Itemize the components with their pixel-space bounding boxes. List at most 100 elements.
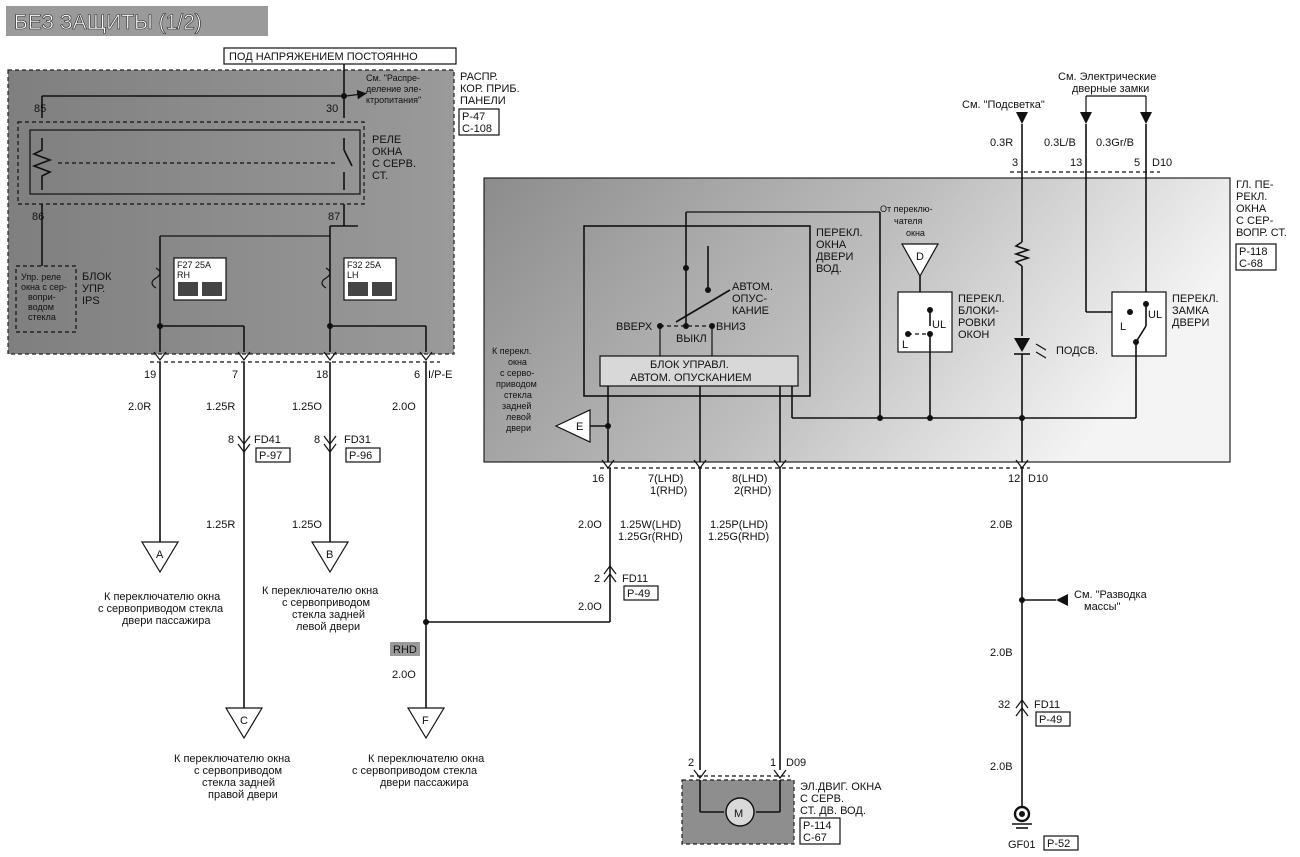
wire-6b-label: 2.0O: [392, 669, 416, 681]
fd11a-name: FD11: [622, 573, 648, 585]
junction-box: ПОД НАПРЯЖЕНИЕМ ПОСТОЯННО См. "Распре- д…: [7, 47, 520, 355]
illumination-resistor: [1013, 241, 1031, 267]
motor-name-2: С СЕРВ.: [800, 793, 844, 805]
ipe-pin-7: 7: [232, 369, 238, 381]
see-power-note-3: ктропитания": [366, 95, 421, 105]
ips-box-4: водом: [28, 302, 54, 312]
motor-icon: [725, 797, 755, 827]
bottom-connector: D10: [1028, 473, 1048, 485]
relay-name-4: СТ.: [372, 170, 388, 182]
terminal-b-text-3: стекла задней: [292, 609, 365, 621]
rear-left-1: К перекл.: [492, 346, 531, 356]
wire-7-label: 1.25R: [206, 401, 235, 413]
rear-left-8: двери: [506, 423, 531, 433]
terminal-c-text-2: с сервоприводом: [194, 765, 282, 777]
bottom-pin-12: 12: [1008, 473, 1020, 485]
pos-down: ВНИЗ: [716, 321, 746, 333]
terminal-d-letter: D: [916, 251, 924, 263]
motor-ref-2: C-67: [803, 832, 827, 844]
wire-16-label: 2.0O: [578, 519, 602, 531]
pin-86: 86: [32, 211, 44, 223]
motor-symbol: M: [734, 808, 743, 820]
terminal-f-text-3: двери пассажира: [380, 777, 469, 789]
from-switch-1: От переклю-: [880, 204, 933, 214]
terminal-e-letter: E: [576, 421, 583, 433]
wire-7b-label: 1.25R: [206, 519, 235, 531]
ground-ref: P-52: [1047, 838, 1070, 850]
left-wires: 2.0R 1.25R 1.25O 2.0O 8 FD41 P-97 8 FD31…: [128, 362, 610, 708]
panel-name-1: РАСПР.: [460, 71, 498, 83]
page-title: БЕЗ ЗАЩИТЫ (1/2): [14, 11, 202, 34]
ipe-pin-6: 6: [414, 369, 420, 381]
rear-left-3: с серво-: [500, 368, 534, 378]
top-wire-13: 0.3L/B: [1044, 137, 1076, 149]
terminal-c-text-3: стекла задней: [202, 777, 275, 789]
wire-6-label: 2.0O: [392, 401, 416, 413]
door-lock-ul: UL: [1148, 309, 1162, 321]
terminal-c: C К переключателю окна с сервоприводом с…: [174, 707, 291, 801]
ipe-pin-19: 19: [144, 369, 156, 381]
wire-7-lhd: 1.25W(LHD): [620, 519, 681, 531]
bottom-pin-8-rhd: 2(RHD): [734, 485, 771, 497]
driver-switch-lever: [675, 289, 731, 323]
pin-30: 30: [326, 103, 338, 115]
terminal-c-letter: C: [240, 715, 248, 727]
locks-note-2: дверные замки: [1072, 83, 1149, 95]
pin-87: 87: [328, 211, 340, 223]
driver-switch-outline: [583, 225, 811, 397]
ips-label-3: IPS: [82, 295, 100, 307]
fd31-pin: 8: [314, 434, 320, 446]
fd31-name: FD31: [344, 434, 371, 446]
ips-label-2: УПР.: [82, 283, 105, 295]
motor-pin-2: 2: [688, 757, 694, 769]
top-connector: D10: [1152, 157, 1172, 169]
ips-box-1: Упр. реле: [21, 272, 61, 282]
illumination-label: ПОДСВ.: [1056, 345, 1098, 357]
lock-switch-3: РОВКИ: [958, 317, 995, 329]
wire-8-rhd: 1.25G(RHD): [708, 531, 769, 543]
driver-switch-4: ВОД.: [816, 263, 842, 275]
terminal-f-letter: F: [422, 715, 429, 727]
see-power-note-1: См. "Распре-: [366, 73, 420, 83]
top-pin-13: 13: [1070, 157, 1082, 169]
panel-ref-2: C-108: [462, 123, 492, 135]
relay-outline: [17, 121, 365, 205]
rear-left-2: окна: [508, 357, 527, 367]
lower-wiring: 2.0O 2 FD11 P-49 2.0O 1.25W(LHD) 1.25Gr(…: [578, 468, 1148, 851]
fd11b-pin: 32: [998, 699, 1010, 711]
wire-18-label: 1.25O: [292, 401, 322, 413]
fd41-ref: P-97: [259, 450, 282, 462]
lock-switch-4: ОКОН: [958, 329, 989, 341]
wire-19-label: 2.0R: [128, 401, 151, 413]
rear-left-5: стекла: [504, 390, 532, 400]
from-switch-2: чателя: [894, 216, 922, 226]
motor-pin-1: 1: [770, 757, 776, 769]
rear-left-4: приводом: [496, 379, 537, 389]
terminal-b-text-1: К переключателю окна: [262, 585, 379, 597]
ground-note-1: См. "Разводка: [1074, 589, 1148, 601]
top-pin-3: 3: [1012, 157, 1018, 169]
fd11a-pin: 2: [594, 573, 600, 585]
terminal-b-text-2: с сервоприводом: [282, 597, 370, 609]
ips-box: [15, 265, 77, 333]
terminal-a-letter: A: [156, 549, 164, 561]
door-lock-1: ПЕРЕКЛ.: [1172, 293, 1219, 305]
ipe-pin-18: 18: [316, 369, 328, 381]
ground-icon: [1013, 805, 1031, 823]
connector-ipe: 19 7 18 6 I/P-E: [144, 351, 452, 381]
bottom-pin-7-rhd: 1(RHD): [650, 485, 687, 497]
ground-name: GF01: [1008, 839, 1036, 851]
main-switch-name-1: ГЛ. ПЕ-: [1236, 179, 1274, 191]
auto-down-3: КАНИЕ: [732, 305, 769, 317]
lock-switch-ul: UL: [932, 319, 946, 331]
terminal-f: F К переключателю окна с сервоприводом с…: [352, 707, 485, 789]
ips-box-5: стекла: [28, 312, 56, 322]
rear-left-7: левой: [506, 412, 531, 422]
terminal-a-text-2: с сервоприводом стекла: [98, 603, 224, 615]
rear-left-6: задней: [502, 401, 531, 411]
relay-name-3: С СЕРВ.: [372, 158, 416, 170]
ipe-connector: I/P-E: [428, 369, 452, 381]
wire-16b-label: 2.0O: [578, 601, 602, 613]
main-switch-block: ГЛ. ПЕ- РЕКЛ. ОКНА С СЕР- ВОПР. СТ. P-11…: [483, 71, 1287, 497]
